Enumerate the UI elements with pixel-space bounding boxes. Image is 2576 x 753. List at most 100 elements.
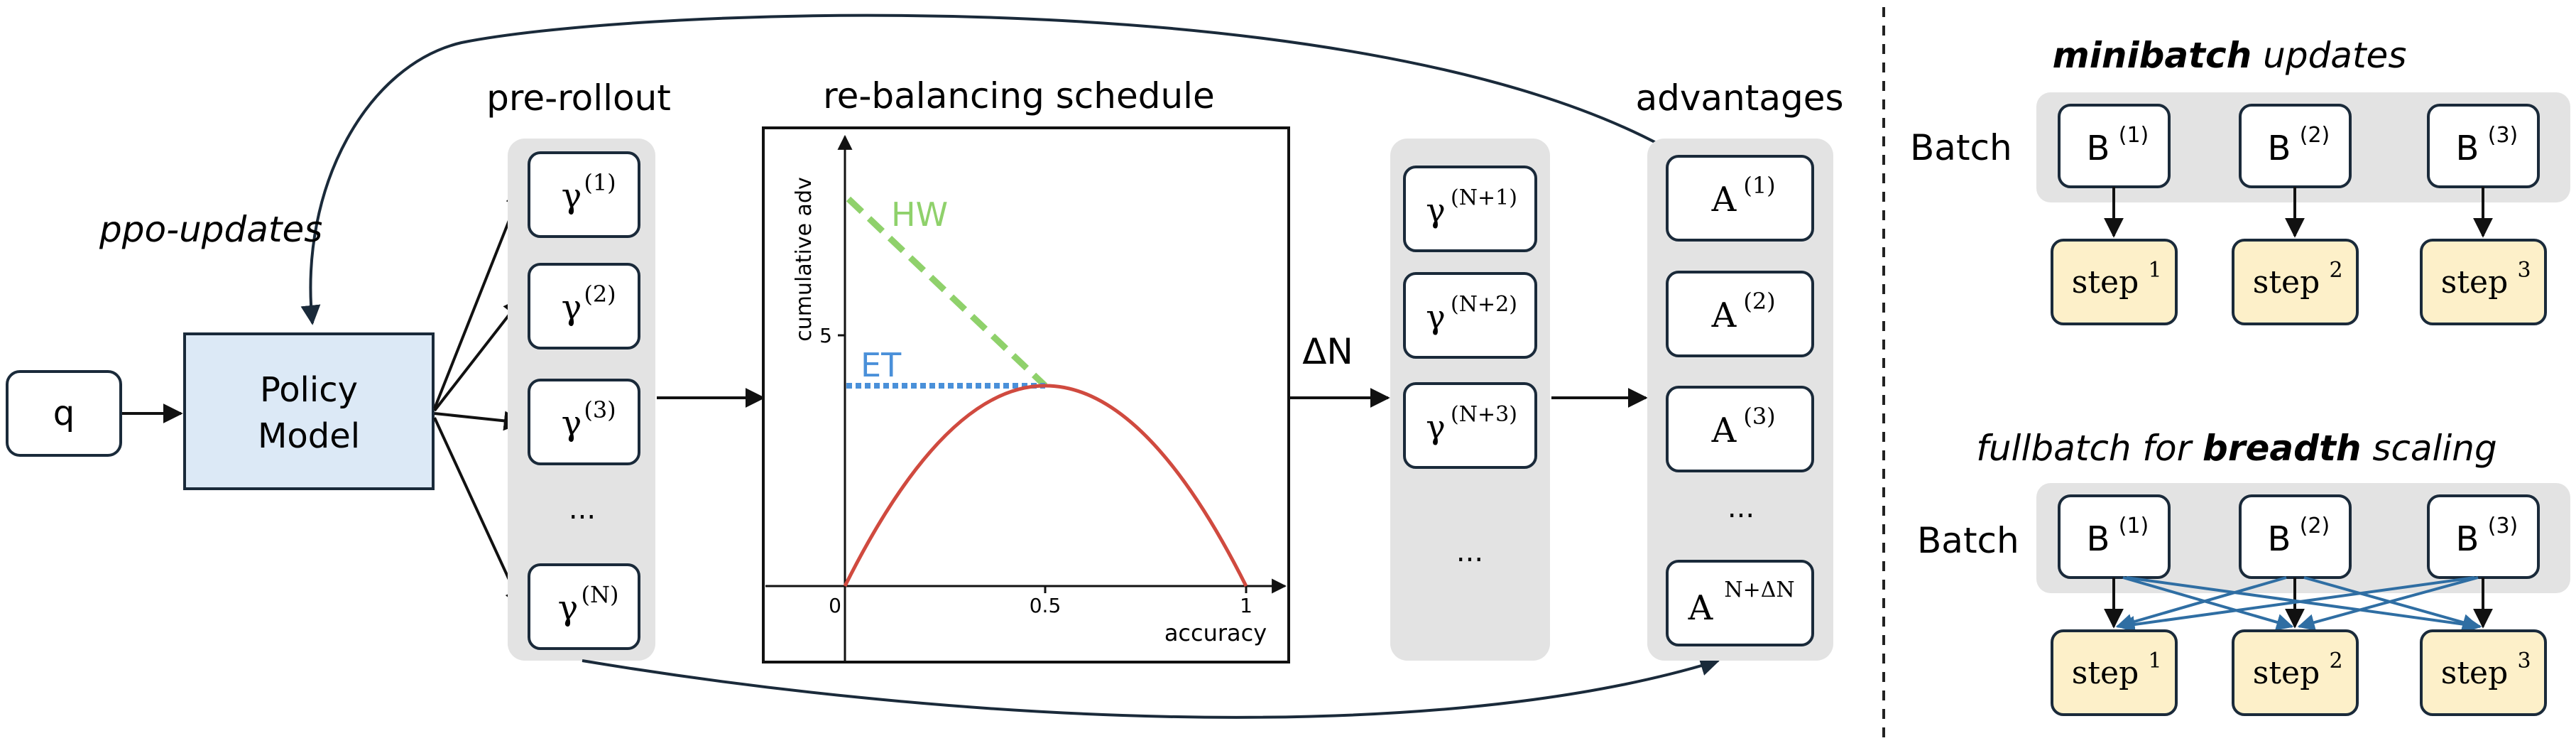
- fullbatch-title: fullbatch for breadth scaling: [1976, 428, 2496, 469]
- extra-rollout-sup-3: (N+3): [1451, 402, 1517, 427]
- schedule-curve: [843, 384, 1248, 587]
- ppo-updates-arrow: [300, 13, 1662, 325]
- extra-rollout-sup-2: (N+2): [1451, 292, 1517, 317]
- extra-rollout-symbol-3: γ: [1426, 408, 1446, 446]
- schedule-ytick-label: 5: [819, 324, 832, 347]
- schedule-title: re-balancing schedule: [823, 75, 1215, 117]
- minibatch-batch-sup-1: (1): [2119, 123, 2149, 148]
- fullbatch-batch-2: B (2): [2239, 494, 2352, 579]
- extra-rollout-item-3: γ (N+3): [1403, 382, 1537, 469]
- minibatch-step-1: step 1: [2051, 239, 2178, 325]
- fullbatch-batch-symbol-2: B: [2268, 519, 2291, 559]
- schedule-ylabel: cumulative adv: [792, 177, 817, 342]
- query-label: q: [53, 394, 75, 433]
- schedule-hw-label: HW: [891, 195, 948, 234]
- policy-model-box: [183, 332, 435, 490]
- delta-n-label: ΔN: [1302, 331, 1353, 372]
- fullbatch-batch-label: Batch: [1917, 520, 2019, 561]
- fullbatch-step-sup-1: 1: [2148, 649, 2161, 673]
- minibatch-step-sup-3: 3: [2517, 258, 2531, 283]
- minibatch-step-label-1: step: [2072, 264, 2139, 300]
- extra-rollout-sup-1: (N+1): [1451, 185, 1517, 210]
- pre-rollout-symbol-1: γ: [562, 176, 582, 216]
- fullbatch-step-sup-2: 2: [2329, 649, 2342, 673]
- fullbatch-title-bold: breadth: [2203, 428, 2361, 469]
- fullbatch-cross-1-2: [2122, 576, 2294, 631]
- minibatch-step-label-2: step: [2253, 264, 2320, 300]
- minibatch-batch-symbol-1: B: [2087, 129, 2110, 168]
- minibatch-title: minibatch updates: [2053, 35, 2407, 76]
- fullbatch-step-1: step 1: [2051, 629, 2178, 716]
- advantage-symbol-3: A: [1711, 411, 1737, 450]
- pre-rollout-ellipsis: ...: [569, 493, 596, 526]
- pre-rollout-sup-N: (N): [582, 581, 619, 608]
- extra-rollout-item-1: γ (N+1): [1403, 166, 1537, 252]
- pre-rollout-item-2: γ (2): [528, 263, 640, 350]
- fullbatch-batch-1: B (1): [2058, 494, 2171, 579]
- minibatch-batch-1: B (1): [2058, 104, 2171, 188]
- arrow-policy-to-rN: [433, 417, 524, 610]
- pre-rollout-sup-2: (2): [584, 281, 616, 308]
- schedule-et-label: ET: [861, 346, 902, 384]
- query-box: [6, 370, 122, 457]
- schedule-xlabel: accuracy: [1164, 619, 1267, 646]
- pre-rollout-item-3: γ (3): [528, 379, 640, 465]
- fullbatch-step-2: step 2: [2232, 629, 2359, 716]
- minibatch-title-bold: minibatch: [2053, 35, 2252, 76]
- fullbatch-batch-symbol-1: B: [2087, 519, 2110, 559]
- advantage-item-3: A (3): [1666, 386, 1814, 472]
- minibatch-batch-label: Batch: [1910, 127, 2012, 168]
- pre-rollout-sup-1: (1): [584, 169, 616, 196]
- minibatch-step-2: step 2: [2232, 239, 2359, 325]
- pre-rollout-item-1: γ (1): [528, 151, 640, 238]
- minibatch-batch-sup-3: (3): [2488, 123, 2518, 148]
- pre-rollout-symbol-2: γ: [562, 288, 582, 327]
- arrow-policy-to-r2: [433, 296, 523, 412]
- minibatch-step-sup-2: 2: [2329, 258, 2342, 283]
- schedule-hw-line: [846, 196, 1048, 389]
- advantage-sup-3: (3): [1743, 403, 1775, 430]
- advantage-sup-1: (1): [1743, 172, 1775, 199]
- minibatch-batch-symbol-2: B: [2268, 129, 2291, 168]
- advantage-symbol-N: A: [1688, 588, 1714, 628]
- pre-rollout-sup-3: (3): [584, 396, 616, 423]
- arrow-policy-to-r1: [433, 186, 525, 409]
- fullbatch-cross-3-2: [2297, 576, 2479, 631]
- fullbatch-cross-2-1: [2115, 576, 2287, 631]
- extra-rollout-ellipsis: ...: [1456, 536, 1483, 568]
- minibatch-batch-3: B (3): [2427, 104, 2540, 188]
- advantage-ellipsis: ...: [1728, 492, 1754, 524]
- minibatch-step-3: step 3: [2420, 239, 2547, 325]
- minibatch-batch-symbol-3: B: [2456, 129, 2479, 168]
- fullbatch-step-sup-3: 3: [2517, 649, 2531, 673]
- policy-model-label-2: Model: [258, 416, 360, 456]
- advantages-title: advantages: [1635, 77, 1843, 119]
- extra-rollout-symbol-1: γ: [1426, 191, 1446, 229]
- fullbatch-title-post: scaling: [2361, 428, 2496, 469]
- schedule-xtick-1: 1: [1240, 594, 1252, 617]
- fullbatch-step-label-1: step: [2072, 655, 2139, 691]
- arrow-rollout-to-advantages: [582, 656, 1720, 719]
- pre-rollout-symbol-N: γ: [558, 588, 579, 628]
- ppo-updates-label: ppo-updates: [99, 209, 322, 250]
- advantage-symbol-2: A: [1711, 296, 1737, 335]
- advantage-item-N: A N+ΔN: [1666, 560, 1814, 646]
- advantage-symbol-1: A: [1711, 180, 1737, 220]
- extra-rollout-symbol-2: γ: [1426, 298, 1446, 336]
- minibatch-step-label-3: step: [2441, 264, 2508, 300]
- minibatch-step-sup-1: 1: [2148, 258, 2161, 283]
- fullbatch-step-3: step 3: [2420, 629, 2547, 716]
- advantage-item-1: A (1): [1666, 155, 1814, 242]
- schedule-xtick-05: 0.5: [1030, 594, 1061, 617]
- fullbatch-cross-3-1: [2117, 576, 2475, 633]
- pre-rollout-item-N: γ (N): [528, 563, 640, 650]
- fullbatch-batch-3: B (3): [2427, 494, 2540, 579]
- schedule-frame: [762, 126, 1290, 663]
- advantage-item-2: A (2): [1666, 271, 1814, 357]
- minibatch-batch-sup-2: (2): [2300, 123, 2330, 148]
- fullbatch-title-pre: fullbatch for: [1976, 428, 2203, 469]
- fullbatch-step-label-3: step: [2441, 655, 2508, 691]
- fullbatch-batch-sup-1: (1): [2119, 514, 2149, 538]
- minibatch-batch-2: B (2): [2239, 104, 2352, 188]
